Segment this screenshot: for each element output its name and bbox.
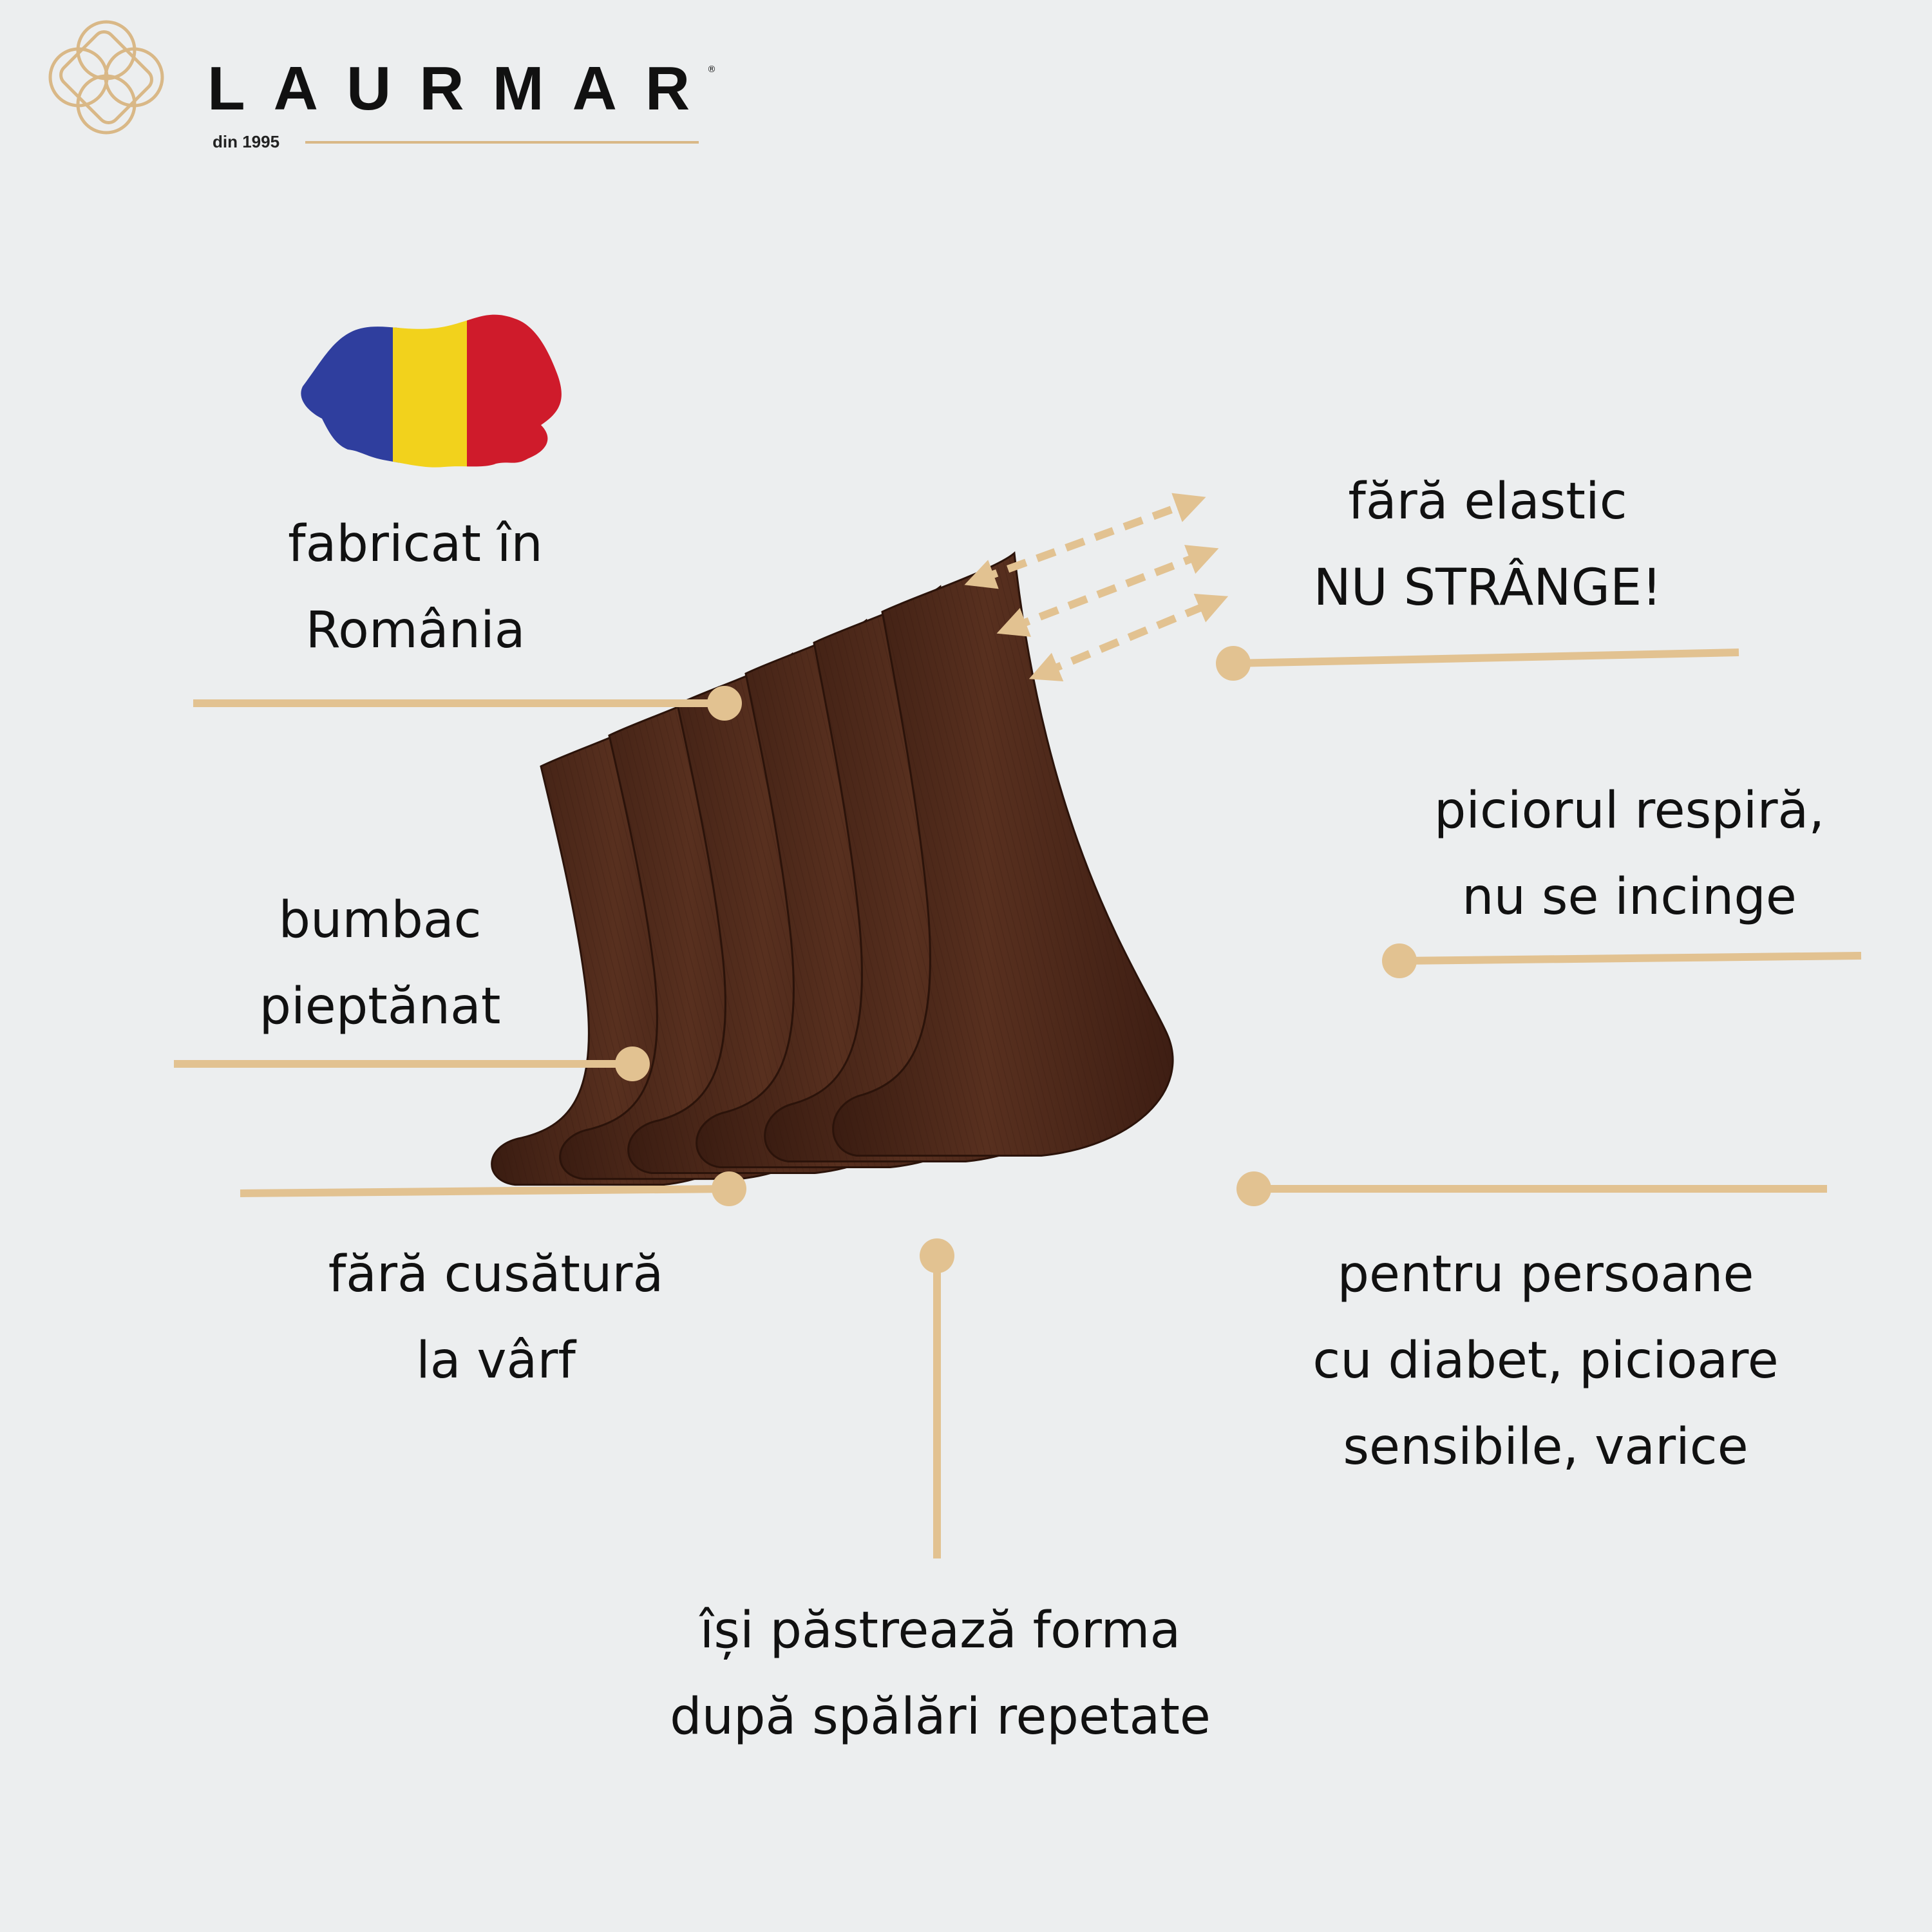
feature-breathable: piciorul respiră, nu se incinge bbox=[1434, 782, 1825, 926]
callout-combed-cotton bbox=[174, 1046, 650, 1081]
brand-name: LAURMAR bbox=[207, 54, 719, 123]
laurmar-logo-icon bbox=[48, 20, 164, 135]
feature-diabetic: pentru persoane cu diabet, picioare sens… bbox=[1312, 1245, 1779, 1476]
callout-made-in-romania bbox=[193, 686, 742, 721]
callout-diabetic bbox=[1236, 1171, 1827, 1206]
sock-ribbing bbox=[833, 553, 1173, 1156]
feature-combed-cotton: bumbac pieptănat bbox=[259, 891, 501, 1036]
brown-socks-icon bbox=[491, 551, 1174, 1186]
callout-breathable bbox=[1382, 943, 1862, 978]
callout-no-elastic bbox=[1216, 646, 1739, 681]
stretch-arrows-icon bbox=[964, 493, 1229, 681]
brand-since: din 1995 bbox=[213, 132, 280, 151]
romania-flag-map-icon bbox=[301, 314, 562, 468]
callout-keeps-shape bbox=[920, 1238, 954, 1558]
feature-keeps-shape: își păstrează forma după spălări repetat… bbox=[670, 1602, 1211, 1746]
callout-seamless-toe bbox=[240, 1171, 746, 1206]
feature-seamless-toe: fără cusătură la vârf bbox=[328, 1245, 664, 1390]
feature-made-in-romania: fabricat în România bbox=[288, 515, 543, 659]
registered-mark: ® bbox=[707, 64, 716, 75]
feature-no-elastic: fără elastic NU STRÂNGE! bbox=[1313, 473, 1662, 617]
